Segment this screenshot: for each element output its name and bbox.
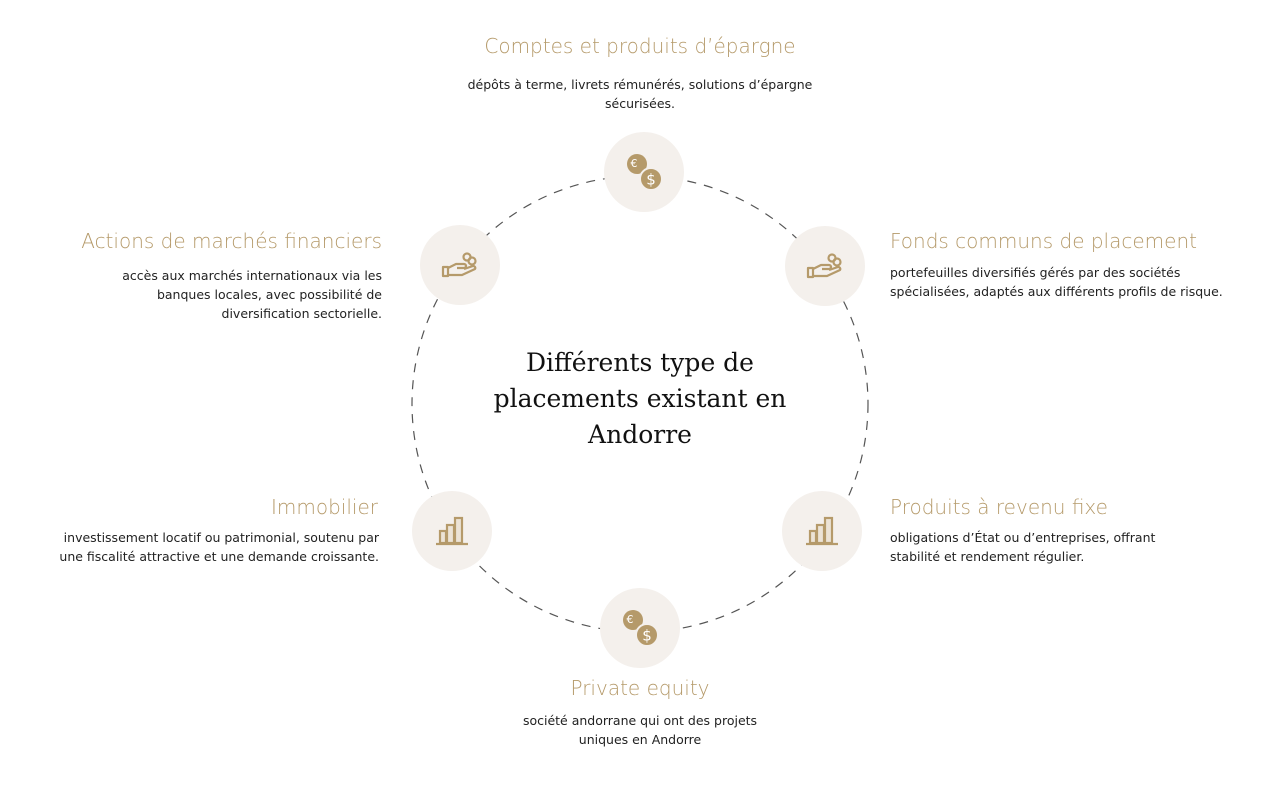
hand-coins-icon — [441, 252, 477, 278]
item-desc: investissement locatif ou patrimonial, s… — [59, 530, 379, 564]
item-desc: obligations d’État ou d’entreprises, off… — [890, 530, 1156, 564]
node-savings: €$ — [604, 132, 684, 212]
svg-text:$: $ — [646, 171, 656, 189]
center-title: Différents type de placements existant e… — [493, 348, 787, 449]
item-title: Actions de marchés financiers — [81, 229, 382, 253]
hand-coins-icon — [806, 253, 842, 279]
item-title: Private equity — [570, 676, 710, 700]
node-stocks — [420, 225, 500, 305]
bar-chart-icon — [436, 516, 468, 546]
item-desc: portefeuilles diversifiés gérés par des … — [890, 265, 1223, 299]
node-real-estate — [412, 491, 492, 571]
bar-chart-icon — [806, 516, 838, 546]
item-desc: dépôts à terme, livrets rémunérés, solut… — [467, 77, 813, 111]
item-title: Produits à revenu fixe — [890, 495, 1108, 519]
coins-icon: €$ — [627, 154, 663, 191]
svg-text:€: € — [627, 613, 634, 626]
item-desc: société andorrane qui ont des projets un… — [522, 713, 758, 747]
coins-icon: €$ — [623, 610, 659, 647]
svg-text:$: $ — [642, 627, 652, 645]
node-fixed-income — [782, 491, 862, 571]
item-title: Immobilier — [271, 495, 378, 519]
item-desc: accès aux marchés internationaux via les… — [122, 268, 382, 321]
node-private-equity: €$ — [600, 588, 680, 668]
item-title: Comptes et produits d’épargne — [484, 34, 796, 58]
node-funds — [785, 226, 865, 306]
item-title: Fonds communs de placement — [890, 229, 1197, 253]
svg-text:€: € — [631, 157, 638, 170]
